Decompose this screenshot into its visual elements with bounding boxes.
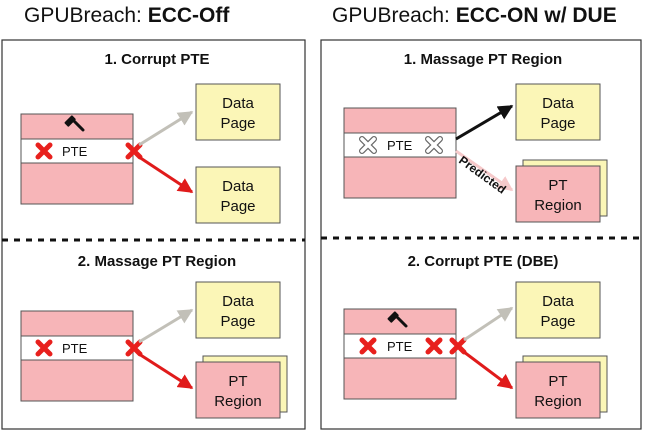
title-left-top: 1. Corrupt PTE: [104, 51, 209, 68]
title-right-top: 1. Massage PT Region: [404, 51, 562, 68]
target-box-label-line: PT: [548, 373, 567, 390]
title-left-bottom: 2. Massage PT Region: [78, 253, 236, 270]
red-arrow: [138, 155, 194, 194]
pt-region-box: [195, 361, 281, 419]
predicted-label: Predicted: [456, 153, 508, 196]
red-arrow: [138, 352, 194, 390]
target-box-label-line: Data: [222, 293, 254, 310]
data-page-box: [515, 83, 601, 141]
pink-arrow: [455, 149, 514, 192]
header-ecc-on-emphasis: ECC-ON w/ DUE: [455, 4, 617, 27]
panel-frame-ecc-off: [1, 39, 306, 430]
data-page-box: [195, 83, 281, 141]
target-box-label-line: Page: [220, 198, 255, 215]
panel-frame-ecc-on: [320, 39, 642, 430]
target-box-label-line: Region: [534, 197, 582, 214]
header-ecc-off-emphasis: ECC-Off: [147, 4, 230, 27]
gray-arrow: [463, 306, 514, 342]
target-box-label: PT Region: [534, 177, 582, 214]
header-ecc-on-prefix: GPUBreach:: [332, 4, 456, 27]
data-page-box: [195, 281, 281, 339]
target-box-label: PT Region: [214, 373, 262, 410]
target-box-label-line: Data: [542, 95, 574, 112]
panel-left-bottom: 2. Massage PT Region PTE: [20, 253, 288, 419]
target-box-label: PT Region: [534, 373, 582, 410]
panel-right-top: 1. Massage PT Region PTE Predicted: [343, 51, 608, 223]
black-arrow: [455, 104, 514, 141]
header-ecc-on: GPUBreach: ECC-ON w/ DUE: [332, 4, 617, 28]
header-ecc-off: GPUBreach: ECC-Off: [24, 4, 229, 28]
target-box-label-line: Data: [222, 178, 254, 195]
gray-arrow: [138, 308, 194, 344]
data-page-box: [515, 281, 601, 339]
title-right-bottom: 2. Corrupt PTE (DBE): [408, 253, 559, 270]
target-box-label-line: Region: [214, 393, 262, 410]
target-box-label-line: PT: [548, 177, 567, 194]
pte-label: PTE: [387, 339, 413, 354]
target-box-label-line: Page: [220, 115, 255, 132]
target-box-label-line: PT: [228, 373, 247, 390]
pte-label: PTE: [62, 341, 88, 356]
panel-left-top: 1. Corrupt PTE PTE: [20, 51, 281, 224]
target-box-label-line: Page: [540, 115, 575, 132]
pte-label: PTE: [387, 138, 413, 153]
pte-label: PTE: [62, 144, 88, 159]
gray-arrow: [138, 110, 194, 147]
hollow-x-mark-icon: [428, 139, 440, 151]
hollow-x-mark-icon: [362, 139, 374, 151]
pte-row: [20, 335, 134, 361]
data-page-box: [195, 166, 281, 224]
red-arrow: [463, 350, 514, 390]
target-box-label-line: Page: [540, 313, 575, 330]
target-box-label-line: Page: [220, 313, 255, 330]
pt-region-box: [515, 165, 601, 223]
pte-row: [20, 138, 134, 164]
header-ecc-off-prefix: GPUBreach:: [24, 4, 148, 27]
target-box-label-line: Data: [542, 293, 574, 310]
pt-region-box: [515, 361, 601, 419]
panel-right-bottom: 2. Corrupt PTE (DBE) PTE: [343, 253, 608, 419]
target-box-label-line: Region: [534, 393, 582, 410]
target-box-label-line: Data: [222, 95, 254, 112]
